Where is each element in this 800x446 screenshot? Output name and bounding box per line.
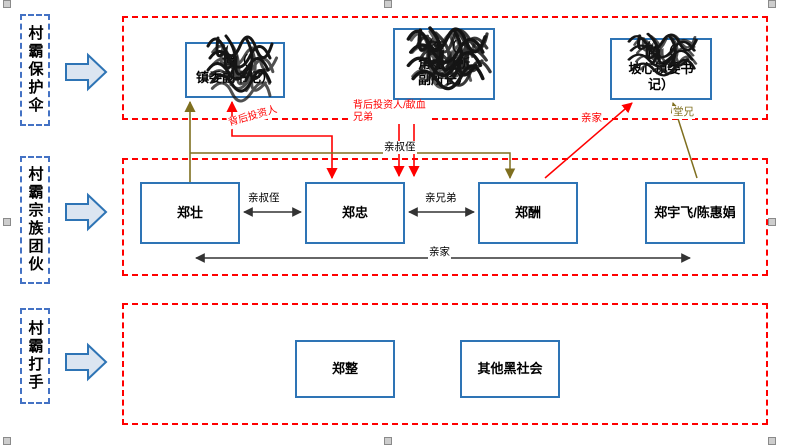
relation-label-investor-mid: 背后投资人/歃血兄弟 [352, 100, 430, 124]
clan-box-zhengyufei-label: 郑宇飞/陈惠娟 [654, 204, 736, 220]
selection-handle-top-right[interactable] [768, 0, 776, 8]
tier-frame-protection[interactable] [122, 16, 768, 120]
clan-box-zhengchou[interactable]: 郑酬 [478, 182, 578, 244]
clan-box-zhengchou-label: 郑酬 [514, 204, 541, 220]
block-arrow-protection[interactable] [65, 52, 108, 92]
thug-box-others-label: 其他黑社会 [477, 360, 543, 376]
thug-box-others[interactable]: 其他黑社会 [460, 340, 560, 398]
protection-box-chen-line2: 坡心镇委书记） [628, 60, 694, 93]
protection-box-li-line2: 角虚（所 [417, 55, 470, 71]
protection-box-li-line1: 李（ [430, 38, 457, 54]
thug-box-zhengzheng[interactable]: 郑整 [295, 340, 395, 398]
selection-handle-top-middle[interactable] [384, 0, 392, 8]
selection-handle-middle-left[interactable] [3, 218, 11, 226]
clan-box-zhengzhong-label: 郑忠 [341, 204, 368, 220]
clan-box-zhengzhong[interactable]: 郑忠 [305, 182, 405, 244]
protection-box-tan-line1: 谭（ [221, 53, 248, 69]
connector-zhengchou-uncle-line [190, 152, 516, 180]
selection-handle-bottom-right[interactable] [768, 437, 776, 445]
relation-label-uncle-nephew-upper: 亲叔侄 [383, 141, 417, 154]
protection-box-chen-line1: 陈（ [647, 43, 674, 59]
tier-label-protection[interactable]: 村霸保护伞 [20, 14, 50, 126]
thug-box-zhengzheng-label: 郑整 [331, 360, 358, 376]
selection-handle-bottom-left[interactable] [3, 437, 11, 445]
protection-box-tan-line2: 镇委副书记） [195, 70, 274, 85]
tier-label-clan-text: 村霸宗族团伙 [26, 166, 44, 274]
tier-label-protection-text: 村霸保护伞 [26, 25, 44, 115]
selection-handle-middle-right[interactable] [768, 218, 776, 226]
block-arrow-thugs[interactable] [65, 342, 108, 382]
relation-label-brothers: 亲兄弟 [424, 192, 458, 205]
relation-label-inlaw-lower: 亲家 [428, 246, 451, 259]
block-arrow-clan[interactable] [65, 192, 108, 232]
protection-box-li[interactable]: 李（ 角虚（所 副所长） [393, 28, 495, 100]
clan-box-zhengzhuang-label: 郑壮 [176, 204, 203, 220]
clan-box-zhengzhuang[interactable]: 郑壮 [140, 182, 240, 244]
protection-box-li-line3: 副所长） [417, 72, 470, 88]
tier-frame-thugs[interactable] [122, 303, 768, 425]
relation-label-cousin: 堂兄 [672, 106, 695, 119]
tier-frame-clan[interactable] [122, 158, 768, 276]
relation-label-inlaw-upper: 亲家 [580, 112, 603, 125]
connector-zhengchou-to-box3-red [544, 102, 633, 179]
protection-box-tan[interactable]: 谭（ 镇委副书记） [185, 42, 285, 98]
tier-label-thugs[interactable]: 村霸打手 [20, 308, 50, 404]
relation-label-uncle-nephew: 亲叔侄 [247, 192, 281, 205]
clan-box-zhengyufei[interactable]: 郑宇飞/陈惠娟 [645, 182, 745, 244]
selection-handle-bottom-middle[interactable] [384, 437, 392, 445]
selection-handle-top-left[interactable] [3, 0, 11, 8]
tier-label-thugs-text: 村霸打手 [26, 320, 44, 392]
tier-label-clan[interactable]: 村霸宗族团伙 [20, 156, 50, 284]
protection-box-chen[interactable]: 陈（ 坡心镇委书记） [610, 38, 712, 100]
